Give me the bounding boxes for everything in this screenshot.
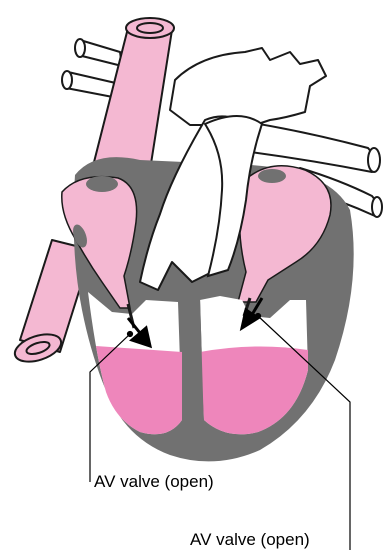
av-valve-label-left: AV valve (open) xyxy=(94,472,214,492)
aortic-arch xyxy=(170,48,326,125)
atrium-opening xyxy=(86,176,118,192)
av-valve-label-right: AV valve (open) xyxy=(190,530,310,550)
pulmonary-vein-opening xyxy=(258,169,286,183)
small-vessel-lower-end xyxy=(62,71,72,89)
right-ventricle-blood xyxy=(96,346,182,434)
small-vessel-upper-end xyxy=(75,39,85,57)
pulmonary-branch-right-end xyxy=(368,148,380,172)
small-vessel-upper xyxy=(80,40,122,66)
pulmonary-branch-lower-end xyxy=(372,197,382,217)
